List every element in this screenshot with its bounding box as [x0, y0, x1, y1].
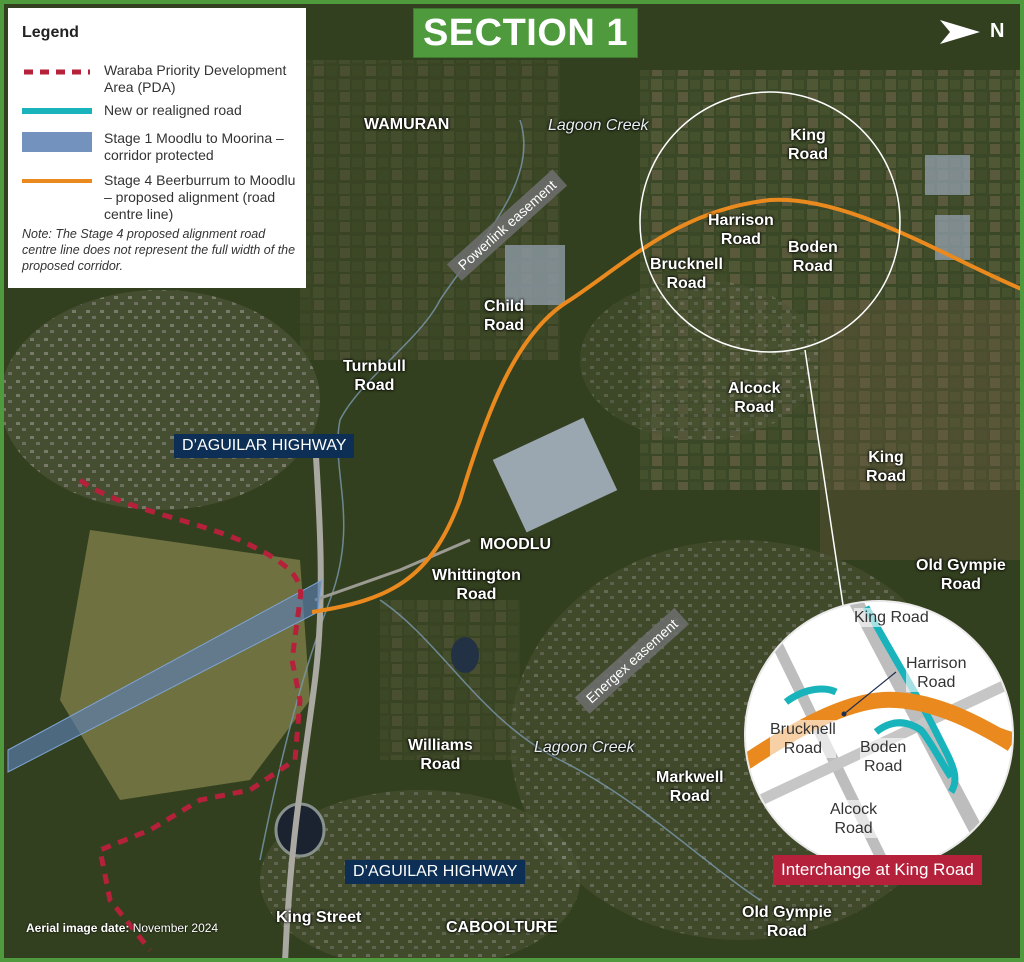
north-indicator: N — [936, 14, 1016, 50]
interchange-caption: Interchange at King Road — [773, 855, 982, 885]
red-dashed-line-icon — [24, 69, 90, 75]
aerial-date-value: November 2024 — [132, 921, 219, 935]
legend-item-label: New or realigned road — [104, 102, 242, 118]
legend-item-label: Waraba Priority Development Area (PDA) — [104, 62, 287, 95]
inset-label-brucknell: Brucknell Road — [770, 720, 836, 758]
legend-note: Note: The Stage 4 proposed alignment roa… — [22, 227, 296, 273]
north-arrow-icon — [940, 20, 980, 44]
inset-label-king-road: King Road — [854, 608, 929, 627]
legend-item-label: Stage 4 Beerburrum to Moodlu – proposed … — [104, 172, 296, 222]
stage1-corridor — [7, 579, 323, 773]
highway-label-north: D’AGUILAR HIGHWAY — [174, 434, 355, 458]
road-label-child: Child Road — [484, 298, 524, 334]
legend-item-label: Stage 1 Moodlu to Moorina – corridor pro… — [104, 130, 284, 163]
road-label-alcock: Alcock Road — [728, 380, 781, 416]
road-label-williams: Williams Road — [408, 737, 473, 773]
legend-heading: Legend — [22, 24, 79, 41]
road-label-markwell: Markwell Road — [656, 769, 724, 805]
inset-label-alcock: Alcock Road — [830, 800, 878, 838]
road-label-king-east: King Road — [866, 449, 906, 485]
road-label-whittington: Whittington Road — [432, 567, 521, 603]
creek-label-south: Lagoon Creek — [534, 739, 635, 756]
orange-line-icon — [22, 179, 92, 183]
interchange-inset: King Road Harrison Road Brucknell Road B… — [744, 600, 1014, 870]
legend-panel: Legend Waraba Priority Development Area … — [8, 8, 306, 288]
highway-label-south: D’AGUILAR HIGHWAY — [345, 860, 526, 884]
road-label-old-gympie-east: Old Gympie Road — [916, 557, 1006, 593]
place-label-moodlu: MOODLU — [480, 536, 552, 553]
road-label-king-north: King Road — [788, 127, 828, 163]
road-label-turnbull: Turnbull Road — [343, 358, 406, 394]
interchange-focus-circle — [639, 91, 901, 353]
road-label-brucknell: Brucknell Road — [650, 256, 723, 292]
creek-label-north: Lagoon Creek — [548, 117, 649, 134]
waraba-pda-boundary — [78, 477, 304, 952]
section-title: SECTION 1 — [413, 8, 638, 58]
road-label-boden: Boden Road — [788, 239, 838, 275]
aerial-date-label: Aerial image date: — [26, 921, 130, 935]
road-label-old-gympie-south: Old Gympie Road — [742, 904, 832, 940]
place-label-caboolture: CABOOLTURE — [446, 919, 558, 936]
blue-band-icon — [22, 132, 92, 152]
inset-leader-line — [804, 349, 844, 606]
place-label-wamuran: WAMURAN — [364, 116, 450, 133]
aerial-date: Aerial image date: November 2024 — [26, 921, 218, 935]
road-label-king-street: King Street — [276, 909, 362, 926]
road-label-harrison: Harrison Road — [708, 212, 774, 248]
stage4-alignment — [311, 197, 1020, 614]
inset-label-boden: Boden Road — [860, 738, 907, 776]
inset-label-harrison: Harrison Road — [906, 654, 967, 692]
north-label: N — [990, 20, 1005, 42]
teal-line-icon — [22, 108, 92, 114]
